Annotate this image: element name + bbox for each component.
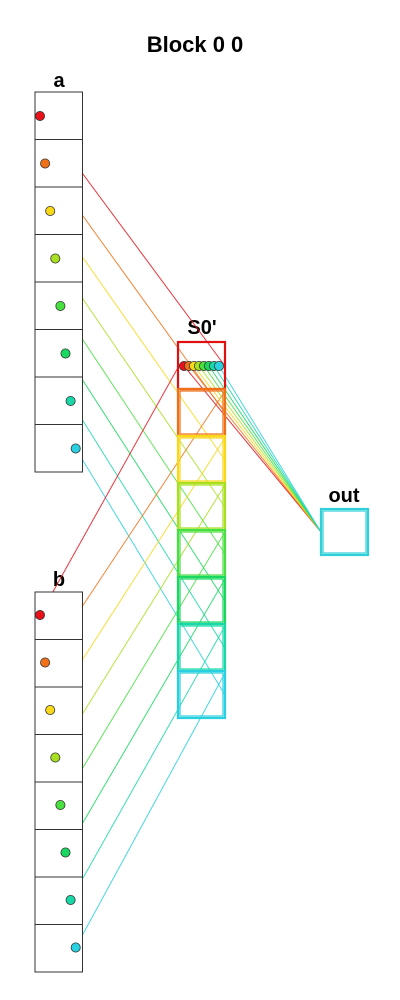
s0-cell-4 — [176, 528, 227, 579]
array-a-dot-3 — [50, 253, 61, 264]
out-cell — [319, 507, 370, 557]
array-b-dot-6 — [65, 895, 76, 906]
s0-cell-inner-4 — [179, 531, 224, 576]
array-b-dot-7 — [70, 942, 81, 953]
array-a-dot-6 — [65, 395, 76, 406]
s0-cell-1 — [176, 387, 227, 438]
s0-cell-inner-3 — [179, 484, 224, 529]
line-s0-out-5 — [208, 365, 322, 533]
line-b-0 — [39, 363, 181, 616]
array-b-cell-2 — [34, 686, 83, 735]
array-a-dot-7 — [70, 443, 81, 454]
s0-cell-inner-2 — [179, 437, 224, 482]
line-b-6 — [70, 625, 226, 901]
dots — [35, 111, 224, 953]
line-s0-out-6 — [213, 365, 322, 533]
s0-cell-inner-5 — [179, 578, 224, 623]
line-b-7 — [75, 672, 226, 948]
array-a-cell-2 — [34, 186, 83, 235]
s0-cell-inner-7 — [179, 672, 224, 717]
array-a-dot-2 — [45, 205, 56, 216]
array-b-dot-2 — [45, 705, 56, 716]
line-s0-out-3 — [198, 365, 322, 533]
array-a-label: a — [53, 70, 65, 92]
line-a-7 — [75, 448, 226, 696]
line-a-6 — [70, 400, 226, 649]
array-a-dot-0 — [35, 111, 46, 122]
array-a-dot-4 — [55, 300, 66, 311]
array-b-dot-3 — [50, 752, 61, 763]
array-a-dot-5 — [60, 348, 71, 359]
array-a-cell-5 — [34, 329, 83, 378]
s0-label: S0' — [187, 317, 216, 339]
diagram-title: Block 0 0 — [147, 32, 244, 57]
line-s0-out-1 — [188, 365, 322, 533]
s0-cell-2 — [176, 434, 227, 485]
line-s0-out-2 — [193, 365, 322, 533]
line-s0-out-7 — [218, 365, 322, 533]
s0-cell-inner-6 — [179, 625, 224, 670]
array-b-dot-0 — [35, 610, 46, 621]
cells — [34, 91, 370, 973]
line-a-5 — [65, 353, 226, 602]
line-s0-out-0 — [183, 365, 322, 533]
s0-cell-inner-1 — [179, 390, 224, 435]
array-b-cell-5 — [34, 829, 83, 878]
line-a-3 — [54, 258, 226, 508]
array-a-dot-1 — [40, 158, 51, 169]
s0-dot-7 — [213, 360, 224, 371]
array-b-dot-5 — [60, 847, 71, 858]
array-a-cell-0 — [34, 91, 83, 140]
array-b-dot-4 — [55, 800, 66, 811]
out-cell-inner — [322, 510, 367, 554]
s0-cell-7 — [176, 669, 227, 720]
array-b-dot-1 — [40, 657, 51, 668]
out-label: out — [328, 485, 359, 507]
